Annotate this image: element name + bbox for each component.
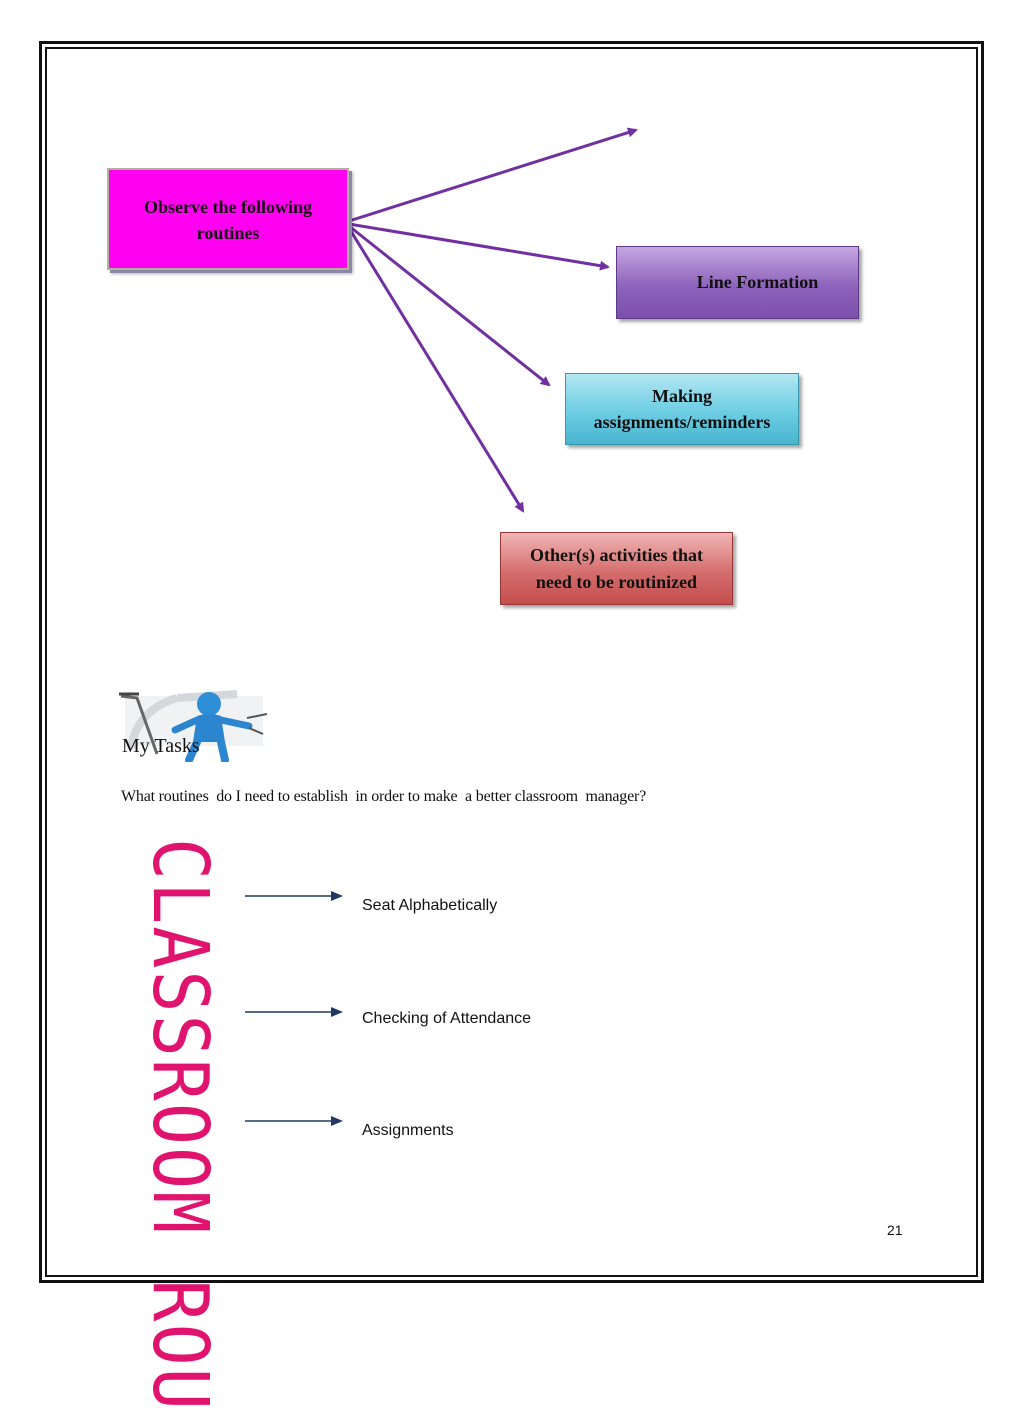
task-item-seat-alphabetically: Seat Alphabetically [362,897,498,914]
making-assignments-label: Making assignments/reminders [593,385,771,432]
my-tasks-heading: My Tasks [122,735,200,757]
making-assignments-box: Making assignments/reminders [565,373,799,445]
classroom-routines-vertical-title: CLASSROOM ROU [135,838,226,1412]
connector-arrow-other [347,227,525,513]
page-number: 21 [887,1222,903,1238]
task-arrow-3 [245,1116,343,1126]
task-arrow-1 [245,891,343,901]
task-item-checking-attendance: Checking of Attendance [362,1010,532,1027]
task-item-assignments: Assignments [362,1122,454,1139]
other-activities-label: Other(s) activities that need to be rout… [530,545,703,592]
other-activities-box: Other(s) activities that need to be rout… [500,532,733,605]
task-question: What routines do I need to establish in … [121,788,647,805]
task-arrow-2 [245,1007,343,1017]
page-border-outer [39,41,984,1283]
connector-arrow-line-formation [348,222,610,271]
connector-arrow-top [348,127,638,223]
page-border-inner [45,47,978,1277]
diagram-connectors [347,127,638,513]
line-formation-box: Line Formation [616,246,859,319]
connector-arrow-making [348,224,551,387]
figure-with-tool-icon [119,690,267,762]
line-formation-label: Line Formation [696,272,819,293]
observe-routines-label: Observe the following routines [144,197,312,244]
observe-routines-box: Observe the following routines [107,168,349,270]
